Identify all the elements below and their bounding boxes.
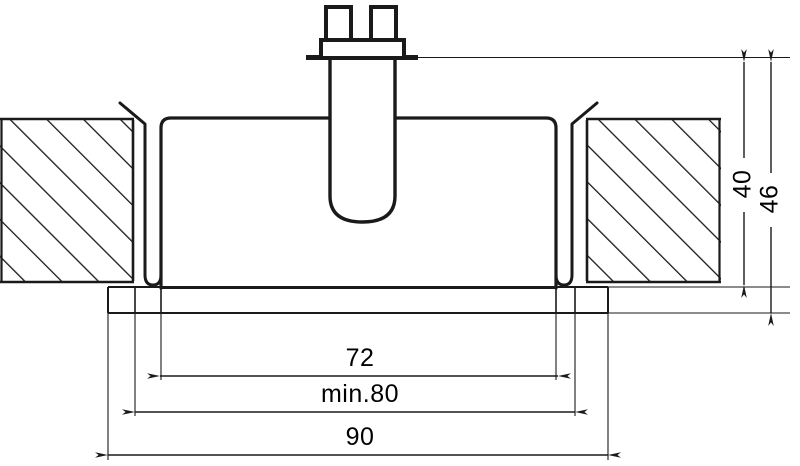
dimension-label-90: 90 (346, 423, 375, 451)
lamp-pin-right (369, 5, 398, 42)
dimension-label-40: 40 (729, 170, 757, 199)
dimension-label-46: 46 (756, 185, 784, 214)
trim-flange (107, 286, 609, 314)
dimension-line-40: 40 (729, 49, 759, 298)
lamp-pin-left (324, 5, 353, 42)
ceiling-panel-right (585, 117, 721, 284)
lamp-u-tube (328, 58, 397, 224)
dimension-line-72: 72 (147, 344, 571, 379)
spring-clip-left (118, 101, 163, 287)
dimension-line-90: 90 (95, 423, 621, 458)
spring-clip-right (554, 101, 599, 287)
lamp-base-block (319, 38, 406, 60)
dimension-label-min80: min.80 (321, 380, 399, 408)
ceiling-panel-left (0, 117, 135, 284)
extension-lines (107, 56, 790, 460)
dimension-label-72: 72 (346, 344, 375, 372)
dimension-line-46: 46 (756, 49, 786, 326)
dimension-line-min80: min.80 (122, 380, 588, 415)
